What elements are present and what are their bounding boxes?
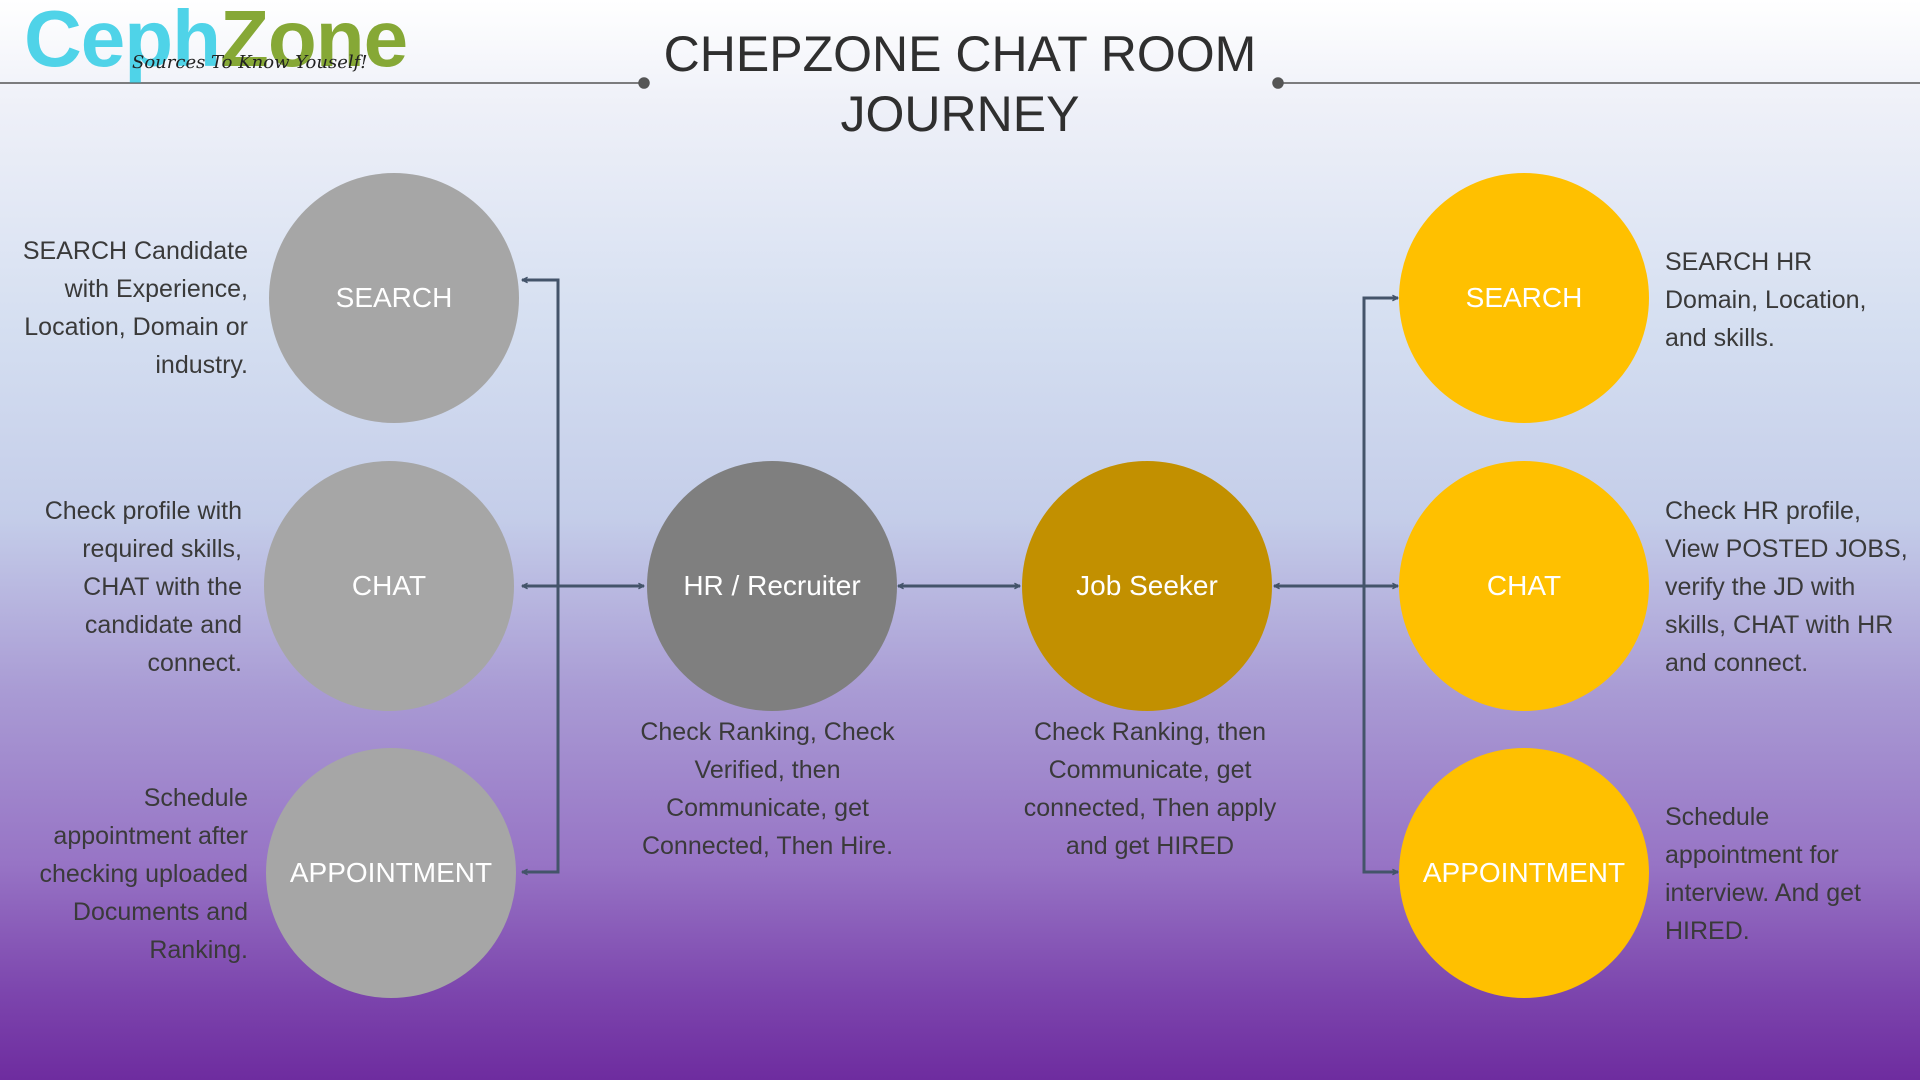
- job-seeker-label: Job Seeker: [1076, 570, 1218, 601]
- page-title: CHEPZONE CHAT ROOM JOURNEY: [663, 26, 1257, 142]
- seeker-chat-note: Check HR profile, View POSTED JOBS, veri…: [1665, 497, 1908, 677]
- hr-appointment-circle: APPOINTMENT: [266, 748, 516, 998]
- hr-chat-note: Check profile with required skills, CHAT…: [44, 497, 242, 677]
- seeker-appointment-label: APPOINTMENT: [1422, 857, 1626, 888]
- logo-tagline: Sources To Know Youself!: [132, 52, 368, 73]
- seeker-appointment-note: Schedule appointment for interview. And …: [1665, 803, 1861, 945]
- seeker-search-note: SEARCH HR Domain, Location, and skills.: [1665, 248, 1867, 352]
- hr-chat-label: CHAT: [351, 570, 427, 601]
- hr-chat-circle: CHAT: [264, 461, 514, 711]
- header-rule: [0, 77, 1920, 89]
- job-seeker-note: Check Ranking, then Communicate, get con…: [1023, 718, 1277, 860]
- seeker-chat-label: CHAT: [1486, 570, 1562, 601]
- seeker-search-label: SEARCH: [1465, 282, 1583, 313]
- seeker-search-circle: SEARCH: [1399, 173, 1649, 423]
- left-bracket: [522, 280, 560, 872]
- seeker-chat-circle: CHAT: [1399, 461, 1649, 711]
- logo-wordmark: CephZone: [24, 0, 408, 84]
- hr-recruiter-circle: HR / Recruiter: [647, 461, 897, 711]
- hr-appointment-note: Schedule appointment after checking uplo…: [39, 784, 249, 964]
- cephzone-logo: CephZone Sources To Know Youself!: [24, 0, 408, 84]
- job-seeker-circle: Job Seeker: [1022, 461, 1272, 711]
- hr-recruiter-label: HR / Recruiter: [683, 570, 861, 601]
- logo-part-ceph: Ceph: [24, 0, 221, 83]
- hr-recruiter-note: Check Ranking, Check Verified, then Comm…: [640, 718, 895, 860]
- hr-search-circle: SEARCH: [269, 173, 519, 423]
- hr-appointment-label: APPOINTMENT: [289, 857, 493, 888]
- hr-search-note: SEARCH Candidate with Experience, Locati…: [22, 237, 248, 379]
- hr-search-label: SEARCH: [335, 282, 453, 313]
- seeker-appointment-circle: APPOINTMENT: [1399, 748, 1649, 998]
- logo-part-zone: Zone: [220, 0, 408, 83]
